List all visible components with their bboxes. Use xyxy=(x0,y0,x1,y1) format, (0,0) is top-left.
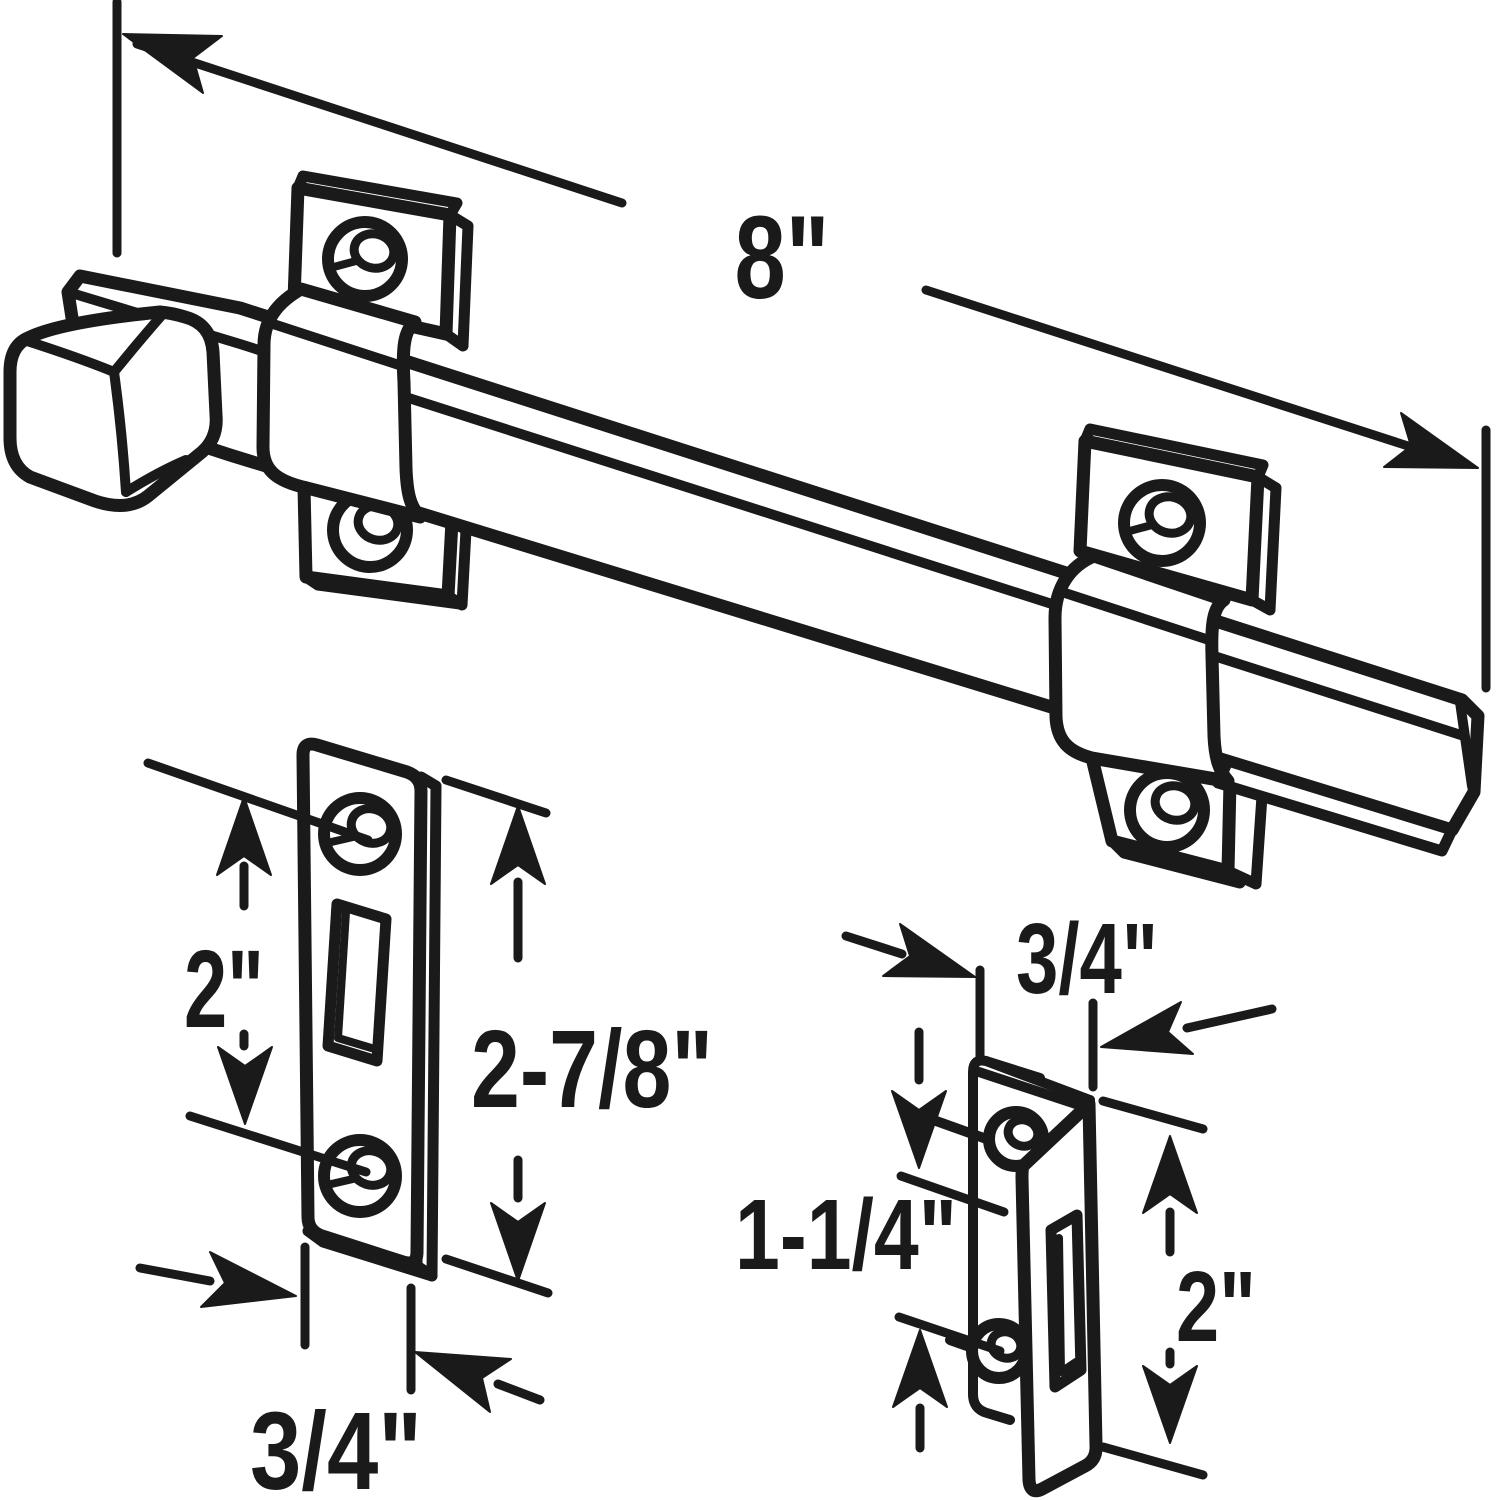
dimension-plate-width xyxy=(135,1242,545,1413)
arrowhead-up-icon xyxy=(216,796,272,876)
arrowhead-down-icon xyxy=(490,1202,546,1282)
arrowhead-down-icon xyxy=(891,1090,947,1169)
screw-hole-bore-icon xyxy=(1150,781,1200,825)
screw-hole-bore-icon xyxy=(346,1146,396,1190)
arrow-shaft xyxy=(493,1379,545,1405)
knob-facet-line xyxy=(121,455,191,497)
dimension-plate-height xyxy=(441,775,553,1298)
tick-line xyxy=(894,1312,1005,1356)
screw-hole-bore-icon xyxy=(1003,1115,1043,1151)
arrowhead-left-icon xyxy=(1100,1001,1194,1055)
tick-line xyxy=(1098,1096,1208,1134)
arrowhead-right-icon xyxy=(200,1251,297,1308)
dimension-keeper-width xyxy=(841,923,1277,1092)
label-plate-height: 2-7/8" xyxy=(471,1008,713,1131)
label-plate-width: 3/4" xyxy=(250,1390,422,1500)
right-strap-crease-line xyxy=(1057,587,1217,646)
arrowhead-left-icon xyxy=(414,1351,512,1413)
screw-hole-bore-icon xyxy=(1144,492,1196,538)
arrowhead-up-icon xyxy=(490,805,546,885)
bolt-assembly xyxy=(3,170,1485,890)
screw-slot-icon xyxy=(326,257,360,272)
keeper-slot-depth-line xyxy=(1055,1234,1080,1376)
rod-tip-end-face-line xyxy=(1455,697,1477,791)
screw-slot-icon xyxy=(323,1175,357,1189)
screw-slot-icon xyxy=(1122,521,1156,536)
screw-hole-bore-icon xyxy=(349,229,399,273)
dimension-bolt-length xyxy=(112,0,1491,693)
arrowhead-up-icon xyxy=(892,1329,948,1408)
dimension-keeper-height xyxy=(1098,1096,1208,1480)
keeper-fold-edge xyxy=(981,1056,1095,1105)
tick-line xyxy=(185,1111,371,1177)
left-strap-crease-line xyxy=(262,317,410,372)
right-bracket-strap xyxy=(1048,549,1235,788)
label-keeper-width: 3/4" xyxy=(1016,903,1158,1015)
dimension-plate-hole-spacing xyxy=(143,758,373,1177)
tick-line xyxy=(441,775,551,818)
knob-facet-line xyxy=(109,310,167,377)
left-guide-bracket xyxy=(287,170,474,611)
plate-slot-depth-line xyxy=(334,908,382,1054)
bolt-knob xyxy=(3,305,223,512)
knob-facet-line xyxy=(109,367,131,497)
label-plate-hole-spacing: 2" xyxy=(184,928,264,1051)
label-bolt-length: 8" xyxy=(735,192,830,324)
arrow-shaft xyxy=(135,1263,215,1286)
arrowhead-down-icon xyxy=(1142,1365,1198,1444)
tick-line xyxy=(896,1171,1009,1217)
arrow-shaft xyxy=(841,931,907,959)
label-keeper-height: 2" xyxy=(1176,1251,1256,1363)
arrowhead-down-icon xyxy=(217,1046,273,1125)
knob-facet-line xyxy=(19,335,119,377)
dimension-keeper-hole-spacing xyxy=(891,1027,1009,1453)
dimension-line-left-segment xyxy=(132,39,627,208)
tick-line xyxy=(441,1254,553,1298)
arrowhead-right-icon xyxy=(882,923,976,978)
arrowhead-down-right-icon xyxy=(1383,412,1479,469)
label-keeper-hole-spacing: 1-1/4" xyxy=(735,1179,957,1291)
tick-line xyxy=(143,758,373,845)
keeper-fold-inner-edge xyxy=(974,1067,1090,1112)
arrow-shaft xyxy=(1182,1004,1277,1033)
tick-line xyxy=(1098,1442,1208,1480)
arrowhead-up-icon xyxy=(1142,1135,1198,1214)
dimension-line-right-segment xyxy=(921,285,1413,451)
strike-plate xyxy=(296,737,442,1282)
keeper xyxy=(920,1055,1103,1498)
